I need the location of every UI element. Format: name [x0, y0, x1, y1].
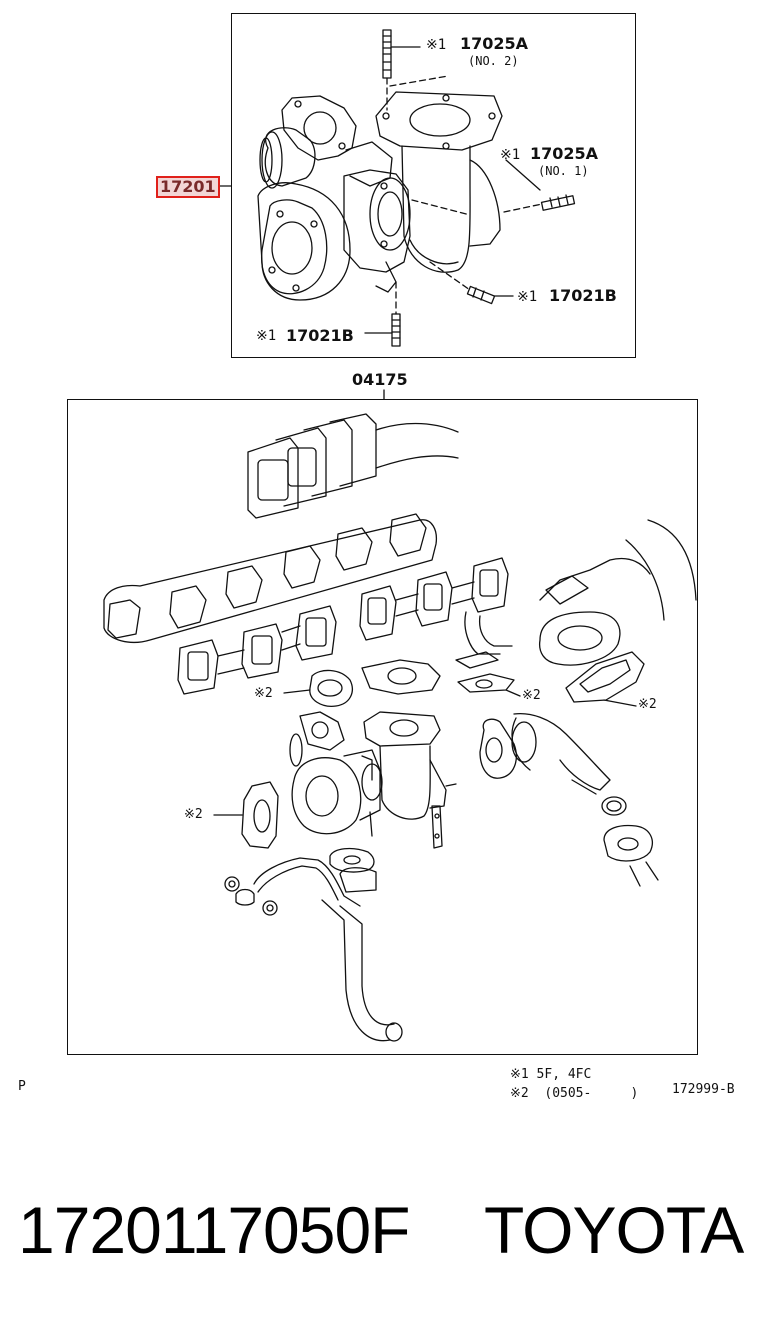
kit-oil-line — [224, 857, 361, 916]
kit-drain-pipe — [321, 847, 403, 1042]
brand-name: TOYOTA — [484, 1193, 744, 1267]
mark-note2-c: ※2 — [638, 697, 657, 712]
kit-gasket-flat — [361, 659, 441, 695]
callout-17021b-mid[interactable]: 17021B — [549, 286, 617, 305]
kit-manifold-gasket-right — [359, 557, 509, 641]
callout-17025a-no1[interactable]: 17025A — [530, 144, 599, 163]
kit-gasket-outlet — [565, 651, 645, 707]
kit-manifold-gasket-left — [177, 605, 337, 695]
turbo-compressor — [257, 127, 351, 301]
kit-exhaust-manifold — [103, 513, 438, 643]
stud-17021b-mid — [466, 285, 496, 305]
callout-17025a-no2-sub: (NO. 2) — [468, 54, 519, 68]
kit-gasket-small — [457, 673, 521, 697]
page-marker: P — [18, 1079, 26, 1094]
mark-note1-top: ※1 — [426, 37, 447, 53]
mark-note1-right: ※1 — [500, 147, 521, 163]
stud-17025a-no1 — [540, 194, 576, 211]
kit-gasket-round — [283, 669, 353, 707]
callout-17021b-bottom[interactable]: 17021B — [286, 326, 354, 345]
footnote-2: ※2 (0505- ) — [510, 1086, 639, 1101]
callout-17025a-no1-sub: (NO. 1) — [538, 164, 589, 178]
callout-17201[interactable]: 17201 — [156, 176, 220, 198]
turbo-flange-top — [281, 95, 393, 187]
kit-elbow-pipe — [479, 712, 611, 795]
turbo-exhaust-elbow — [375, 91, 503, 273]
kit-bracket-pipe — [455, 611, 513, 669]
kit-right-pipe — [538, 519, 697, 666]
leader-stud-right — [505, 159, 541, 191]
kit-oring — [601, 796, 627, 816]
mark-note2-a: ※2 — [254, 686, 273, 701]
mark-note1-bottom: ※1 — [256, 328, 277, 344]
footnote-1: ※1 5F, 4FC — [510, 1067, 592, 1082]
kit-turbo — [289, 711, 457, 837]
kit-flange-stack — [247, 413, 459, 519]
callout-04175[interactable]: 04175 — [352, 370, 408, 389]
callout-17025a-no2[interactable]: 17025A — [460, 34, 529, 53]
kit-small-flange — [603, 824, 659, 887]
diagram-code: 172999-B — [672, 1082, 735, 1097]
mark-note2-d: ※2 — [184, 807, 203, 822]
stud-17021b-bottom — [391, 313, 401, 347]
turbo-center-housing — [343, 169, 411, 293]
part-number: 1720117050F — [18, 1193, 410, 1267]
gasket-kit-frame — [67, 399, 698, 1055]
mark-note1-mid: ※1 — [517, 289, 538, 305]
mark-note2-b: ※2 — [522, 688, 541, 703]
kit-gasket-left — [213, 781, 279, 849]
kit-washers — [431, 805, 443, 849]
stud-17025a-no2 — [382, 29, 392, 79]
